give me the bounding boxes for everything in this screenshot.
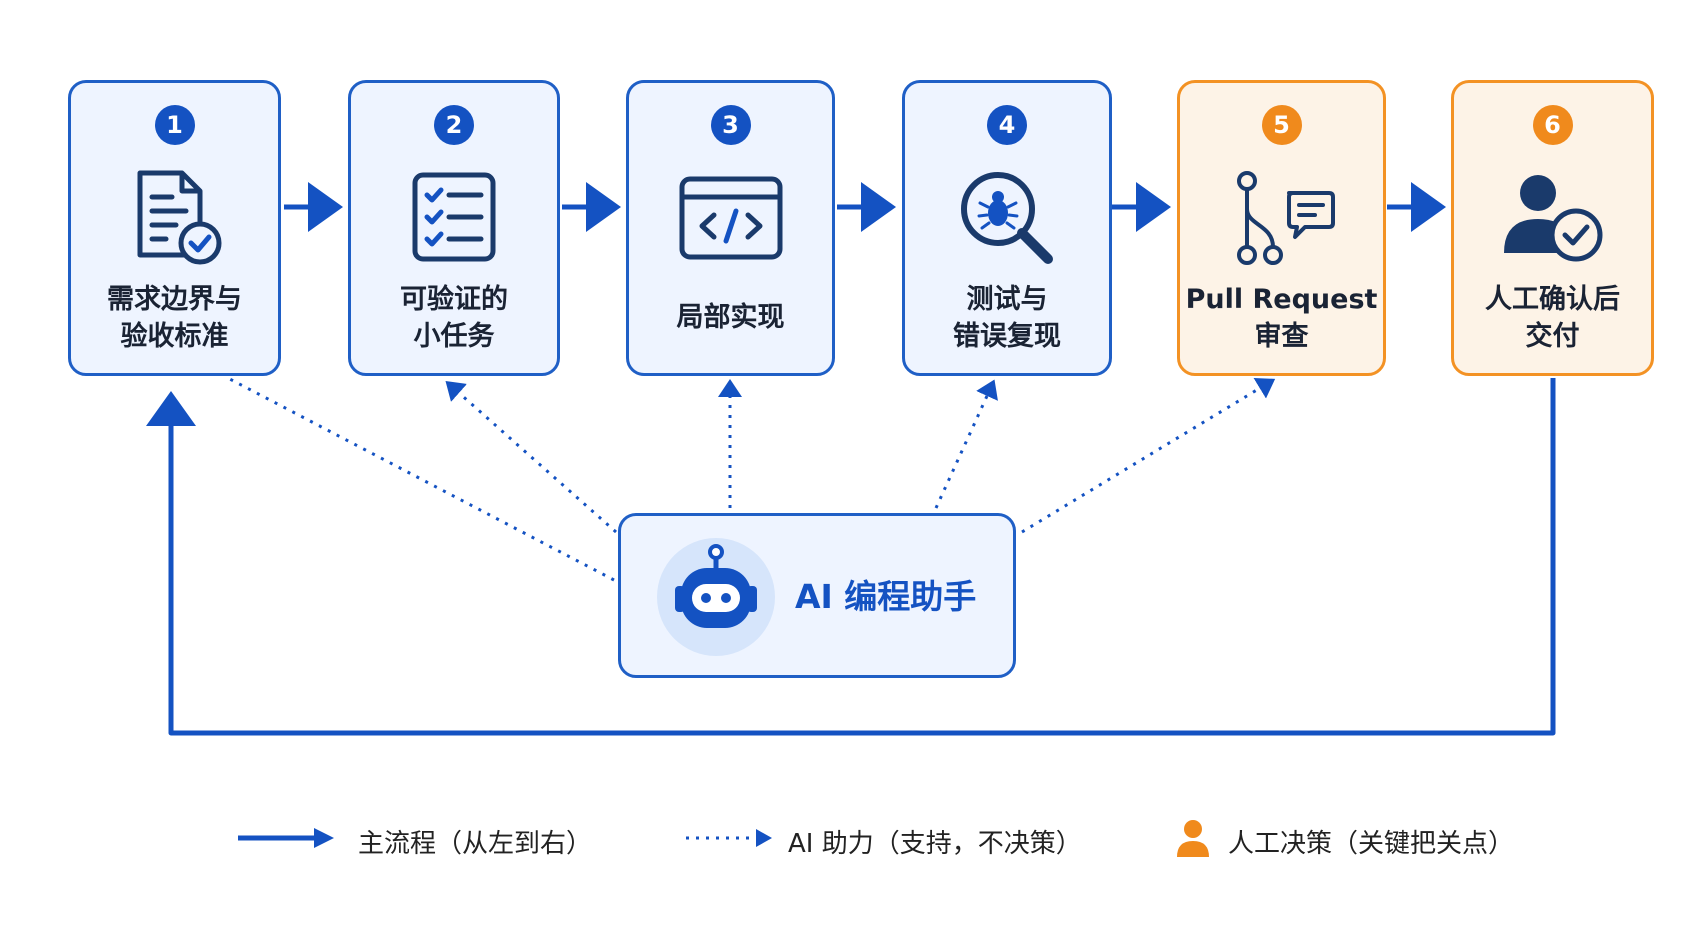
step-5-label: Pull Request 审查 [1180, 281, 1383, 355]
step-6-label: 人工确认后 交付 [1454, 281, 1651, 355]
ai-assistant-box: AI 编程助手 [618, 513, 1016, 678]
document-check-icon [137, 170, 221, 265]
step-5-label-line-2: 审查 [1254, 321, 1309, 352]
step-4-label-line-2: 错误复现 [953, 321, 1061, 352]
robot-icon-circle [657, 538, 775, 656]
ai-arrow-to-step-4 [934, 379, 998, 509]
step-1-label: 需求边界与 验收标准 [71, 281, 278, 355]
step-4-label: 测试与 错误复现 [905, 281, 1109, 355]
step-3-label: 局部实现 [629, 299, 832, 336]
checklist-icon [412, 172, 496, 262]
robot-icon [675, 544, 757, 628]
step-6-number-badge: 6 [1532, 105, 1573, 145]
step-3-number-badge: 3 [710, 105, 751, 145]
step-6-label-line-1: 人工确认后 [1485, 284, 1620, 315]
ai-arrow-to-step-1 [225, 375, 615, 582]
step-1-label-line-2: 验收标准 [120, 321, 229, 352]
step-5-number-badge: 5 [1261, 105, 1302, 145]
feedback-loop-arrow [146, 378, 1556, 736]
person-check-icon [1503, 175, 1602, 262]
step-3-box: 3 局部实现 [626, 80, 835, 376]
step-6-label-line-2: 交付 [1525, 321, 1580, 352]
step-1-box: 1 需求边界与 验收标准 [68, 80, 281, 376]
bug-search-icon [961, 172, 1053, 264]
git-branch-comment-icon [1236, 171, 1335, 265]
step-3-label-line-1: 局部实现 [676, 302, 785, 333]
step-2-label-line-2: 小任务 [413, 321, 495, 352]
legend-human-decision-text: 人工决策（关键把关点） [1228, 829, 1515, 859]
legend-main-flow-text: 主流程（从左到右） [358, 829, 593, 859]
step-4-label-line-1: 测试与 [966, 284, 1048, 315]
ai-assistant-label: AI 编程助手 [795, 577, 977, 616]
step-6-box: 6 人工确认后 交付 [1451, 80, 1654, 376]
step-4-number-badge: 4 [987, 105, 1027, 145]
ai-support-arrows [225, 375, 1276, 582]
step-2-number-badge: 2 [434, 105, 474, 145]
code-window-icon [679, 176, 782, 260]
step-2-box: 2 可验证的 小任务 [348, 80, 560, 376]
step-2-label: 可验证的 小任务 [351, 281, 557, 355]
legend-ai-support-text: AI 助力（支持，不决策） [788, 829, 1082, 859]
step-5-label-line-1: Pull Request [1185, 284, 1378, 315]
step-4-box: 4 测试与 错误复现 [902, 80, 1112, 376]
step-1-number-badge: 1 [154, 105, 195, 145]
step-5-box: 5 Pull Request 审查 [1177, 80, 1386, 376]
ai-arrow-to-step-5 [1021, 377, 1276, 534]
step-1-label-line-1: 需求边界与 [107, 284, 242, 315]
ai-arrow-to-step-2 [445, 381, 617, 534]
step-2-label-line-1: 可验证的 [400, 284, 508, 315]
